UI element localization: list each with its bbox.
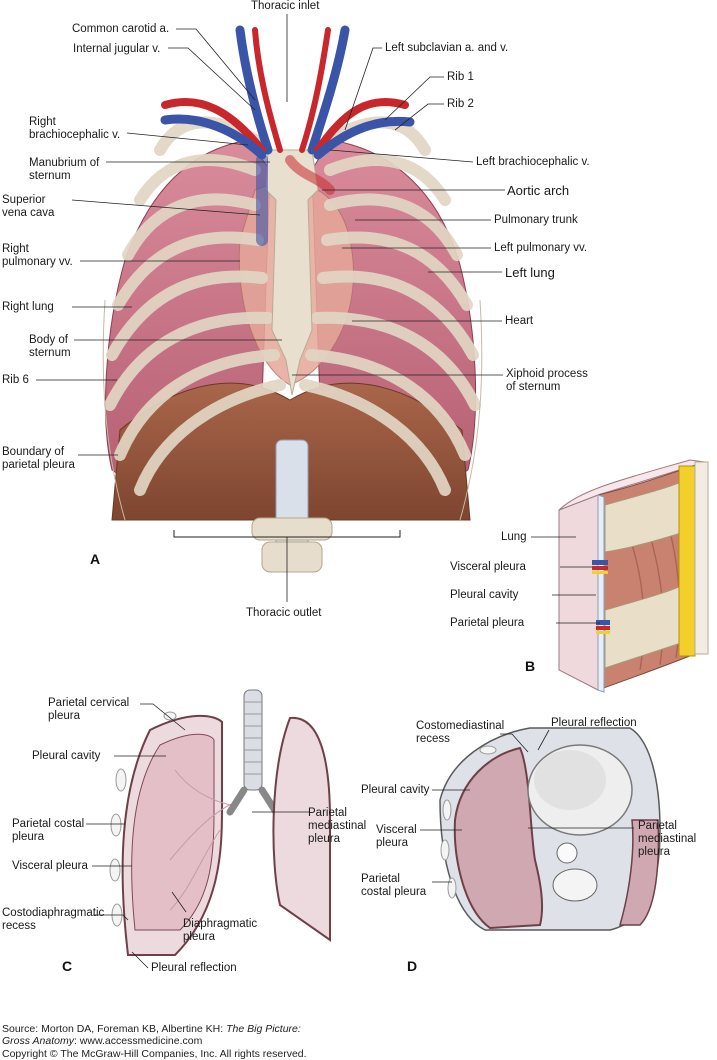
label-c-parietal-cervical: Parietal cervical pleura bbox=[48, 697, 130, 722]
label-c-parietal-mediastinal: Parietal mediastinal pleura bbox=[308, 807, 367, 845]
panel-letter-a: A bbox=[90, 551, 101, 567]
panel-a-illustration bbox=[36, 14, 505, 602]
label-left-lung: Left lung bbox=[505, 265, 555, 280]
label-left-subclavian: Left subclavian a. and v. bbox=[385, 42, 509, 54]
label-body-of-sternum: Body of sternum bbox=[29, 334, 71, 359]
label-common-carotid: Common carotid a. bbox=[72, 23, 170, 35]
label-rib-6: Rib 6 bbox=[2, 374, 29, 386]
label-rib-2: Rib 2 bbox=[447, 98, 474, 110]
label-thoracic-outlet: Thoracic outlet bbox=[246, 607, 322, 619]
label-left-pulmonary-vv: Left pulmonary vv. bbox=[494, 242, 588, 254]
copyright-line: Copyright © The McGraw-Hill Companies, I… bbox=[2, 1048, 307, 1060]
label-left-brachiocephalic: Left brachiocephalic v. bbox=[476, 156, 590, 168]
label-pulmonary-trunk: Pulmonary trunk bbox=[494, 214, 578, 226]
panel-a-leaders bbox=[36, 14, 505, 602]
label-d-costomediastinal: Costomediastinal recess bbox=[416, 720, 505, 745]
label-d-parietal-costal: Parietal costal pleura bbox=[361, 873, 427, 898]
panel-letter-c: C bbox=[62, 958, 73, 974]
label-d-pleural-cavity: Pleural cavity bbox=[361, 784, 430, 796]
label-c-pleural-reflection: Pleural reflection bbox=[151, 962, 237, 974]
label-c-visceral-pleura: Visceral pleura bbox=[12, 860, 88, 872]
label-thoracic-inlet: Thoracic inlet bbox=[251, 0, 320, 12]
great-vessels bbox=[160, 25, 415, 246]
label-right-lung: Right lung bbox=[2, 301, 54, 313]
panel-b-illustration bbox=[531, 459, 709, 693]
label-aortic-arch: Aortic arch bbox=[507, 183, 570, 198]
label-right-pulmonary-vv: Right pulmonary vv. bbox=[2, 243, 73, 268]
label-d-visceral-pleura: Visceral pleura bbox=[376, 824, 417, 849]
label-c-diaphragmatic: Diaphragmatic pleura bbox=[183, 918, 258, 943]
source-website: : www.accessmedicine.com bbox=[73, 1035, 203, 1047]
label-manubrium: Manubrium of sternum bbox=[29, 157, 100, 182]
label-d-parietal-mediastinal: Parietal mediastinal pleura bbox=[638, 820, 697, 858]
label-d-pleural-reflection: Pleural reflection bbox=[551, 717, 637, 729]
source-title-line2: Gross Anatomy bbox=[2, 1035, 74, 1047]
label-rib-1: Rib 1 bbox=[447, 71, 474, 83]
label-c-pleural-cavity: Pleural cavity bbox=[32, 750, 101, 762]
label-c-parietal-costal: Parietal costal pleura bbox=[12, 818, 85, 843]
label-internal-jugular: Internal jugular v. bbox=[73, 43, 161, 55]
label-b-lung: Lung bbox=[501, 531, 527, 543]
label-xiphoid: Xiphoid process of sternum bbox=[506, 368, 588, 393]
panel-c-illustration bbox=[86, 689, 331, 969]
label-b-visceral-pleura: Visceral pleura bbox=[450, 561, 526, 573]
source-title: The Big Picture: bbox=[226, 1023, 301, 1035]
panel-d-illustration bbox=[420, 727, 661, 931]
label-right-brachiocephalic: Right brachiocephalic v. bbox=[29, 116, 121, 141]
source-prefix: Source: Morton DA, Foreman KB, Albertine… bbox=[2, 1023, 227, 1035]
label-superior-vena-cava: Superior vena cava bbox=[2, 194, 55, 219]
label-b-pleural-cavity: Pleural cavity bbox=[450, 589, 519, 601]
label-b-parietal-pleura: Parietal pleura bbox=[450, 617, 525, 629]
panel-letter-b: B bbox=[525, 658, 536, 674]
source-citation: Source: Morton DA, Foreman KB, Albertine… bbox=[2, 1023, 301, 1047]
label-heart: Heart bbox=[505, 315, 534, 327]
label-c-costodiaphragmatic: Costodiaphragmatic recess bbox=[2, 907, 105, 932]
label-boundary-parietal-pleura: Boundary of parietal pleura bbox=[2, 446, 75, 471]
panel-letter-d: D bbox=[407, 958, 418, 974]
